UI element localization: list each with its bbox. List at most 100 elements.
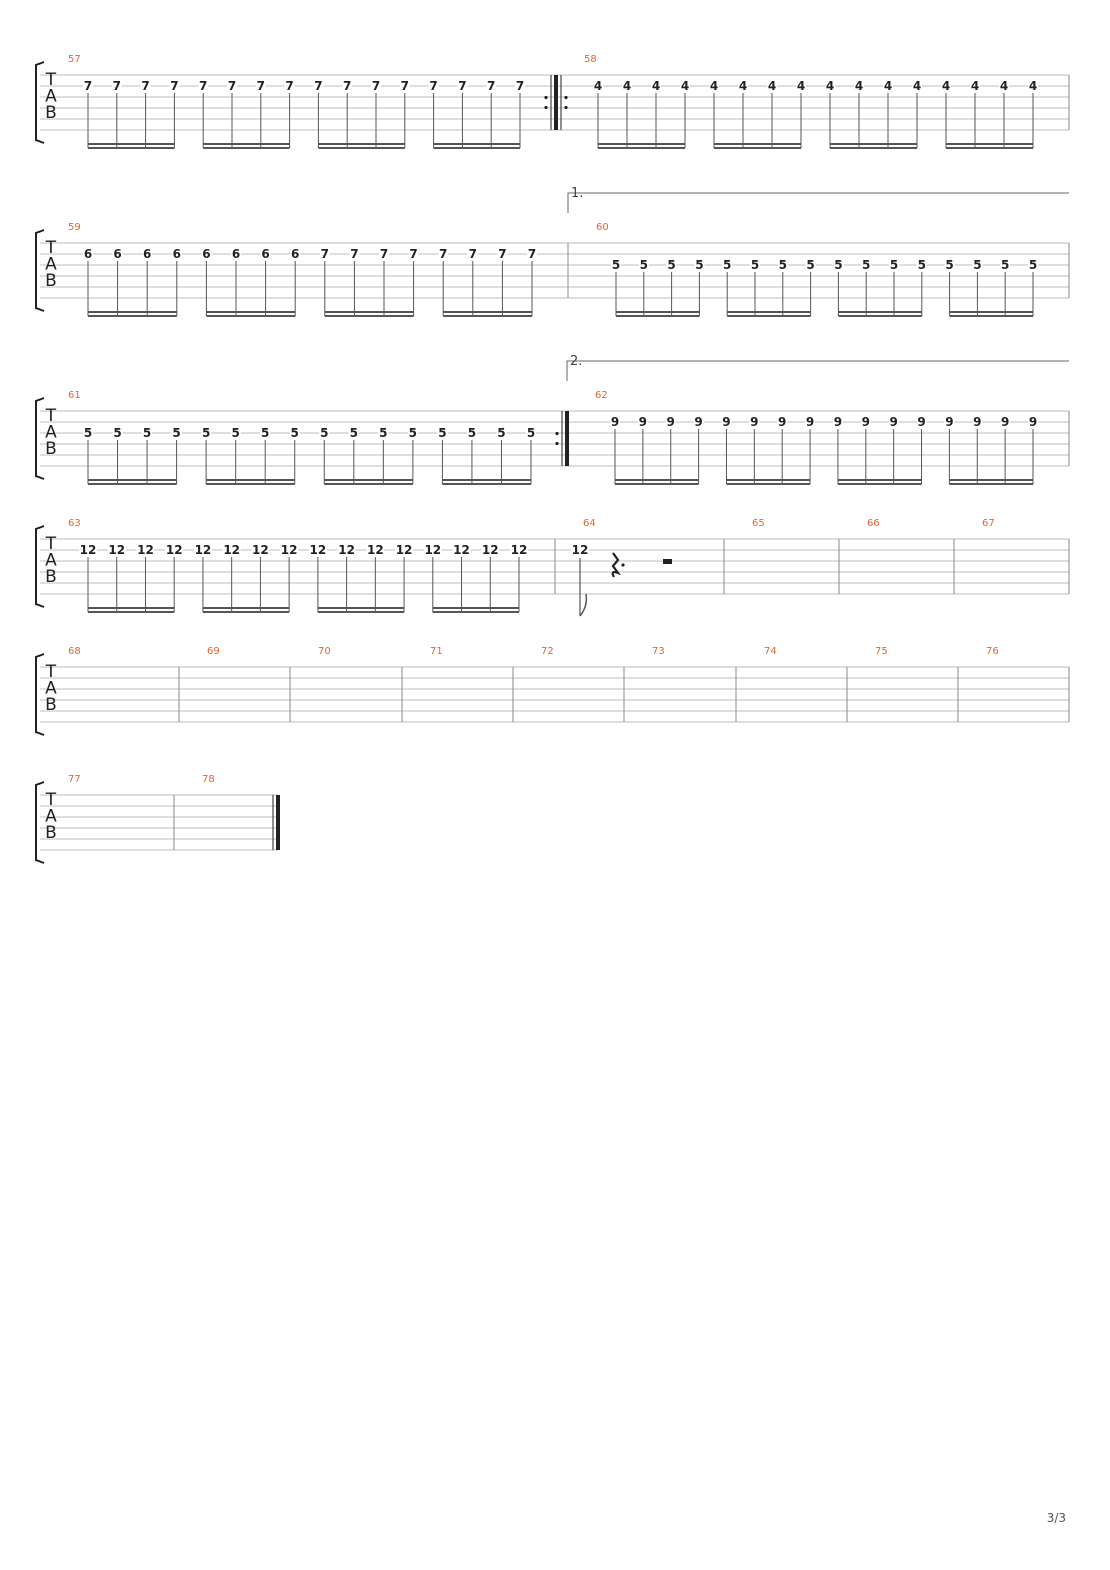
system-bracket	[35, 525, 45, 608]
fret-number: 7	[228, 79, 236, 93]
note-mask	[378, 426, 389, 439]
fret-number: 5	[350, 426, 358, 440]
repeat-dot	[564, 105, 568, 110]
fret-number: 7	[113, 79, 121, 93]
fret-number: 9	[750, 415, 758, 429]
fret-number: 4	[623, 79, 631, 93]
note-mask	[313, 79, 324, 92]
note-mask	[260, 426, 271, 439]
fret-number: 9	[917, 415, 925, 429]
note-mask	[738, 79, 748, 92]
note-mask	[348, 426, 359, 439]
fret-number: 6	[291, 247, 299, 261]
fret-number: 4	[826, 79, 834, 93]
note-mask	[721, 415, 732, 428]
note-mask	[231, 247, 241, 260]
fret-number: 7	[469, 247, 477, 261]
note-mask	[136, 543, 155, 556]
note-mask	[251, 543, 270, 556]
note-mask	[438, 247, 449, 260]
fret-number: 12	[482, 543, 499, 557]
fret-number: 12	[281, 543, 298, 557]
fret-number: 5	[973, 258, 981, 272]
note-mask	[79, 543, 97, 556]
fret-number: 5	[1029, 258, 1037, 272]
clef-letter: T	[45, 662, 57, 682]
fret-number: 5	[113, 426, 121, 440]
note-mask	[169, 79, 180, 92]
note-mask	[497, 247, 508, 260]
repeat-dot	[544, 105, 548, 110]
clef-letter: A	[45, 551, 57, 571]
note-mask	[709, 79, 719, 92]
note-mask	[777, 258, 788, 271]
measure: 70	[318, 646, 403, 722]
volta-bracket	[567, 192, 1069, 213]
fret-number: 12	[367, 543, 384, 557]
fret-number: 4	[681, 79, 689, 93]
clef-letter: A	[45, 679, 57, 699]
measure: 71	[430, 646, 514, 722]
fret-number: 7	[321, 247, 329, 261]
fret-number: 4	[884, 79, 892, 93]
fret-number: 4	[971, 79, 979, 93]
fret-number: 5	[143, 426, 151, 440]
fret-number: 7	[285, 79, 293, 93]
fret-number: 5	[379, 426, 387, 440]
measure-number: 68	[68, 646, 81, 657]
note-mask	[457, 79, 468, 92]
note-mask	[142, 426, 153, 439]
fret-number: 12	[223, 543, 240, 557]
note-mask	[201, 247, 212, 260]
note-mask	[337, 543, 356, 556]
fret-number: 7	[409, 247, 417, 261]
note-mask	[972, 415, 983, 428]
fret-number: 7	[401, 79, 409, 93]
note-mask	[883, 79, 893, 92]
fret-number: 12	[453, 543, 470, 557]
note-mask	[777, 415, 788, 428]
fret-number: 9	[834, 415, 842, 429]
fret-number: 9	[889, 415, 897, 429]
note-mask	[399, 79, 410, 92]
measure-number: 78	[202, 774, 215, 785]
fret-number: 5	[806, 258, 814, 272]
note-mask	[83, 79, 93, 92]
note-mask	[1028, 79, 1038, 92]
note-mask	[693, 415, 704, 428]
measure-number: 77	[68, 774, 81, 785]
clef-letter: B	[45, 271, 57, 291]
system-bracket	[35, 397, 45, 480]
note-mask	[666, 258, 677, 271]
fret-number: 5	[779, 258, 787, 272]
note-mask	[861, 258, 872, 271]
fret-number: 7	[257, 79, 265, 93]
note-mask	[972, 258, 983, 271]
fret-number: 4	[768, 79, 776, 93]
fret-number: 12	[511, 543, 528, 557]
measure-number: 74	[764, 646, 777, 657]
note-mask	[833, 258, 844, 271]
clef-letter: B	[45, 823, 57, 843]
note-mask	[319, 247, 330, 260]
measure-number: 59	[68, 222, 81, 233]
fret-number: 5	[695, 258, 703, 272]
clef-letter: A	[45, 255, 57, 275]
fret-number: 7	[498, 247, 506, 261]
fret-number: 5	[723, 258, 731, 272]
volta-label: 1.	[571, 186, 583, 201]
note-mask	[379, 247, 389, 260]
note-mask	[1028, 415, 1038, 428]
measure: 74	[764, 646, 848, 722]
clef-letter: B	[45, 567, 57, 587]
clef-letter: B	[45, 695, 57, 715]
clef-letter: T	[45, 238, 57, 258]
note-mask	[832, 415, 843, 428]
repeat-dot	[544, 95, 548, 100]
note-mask	[371, 79, 381, 92]
measure: 67	[982, 518, 1070, 594]
